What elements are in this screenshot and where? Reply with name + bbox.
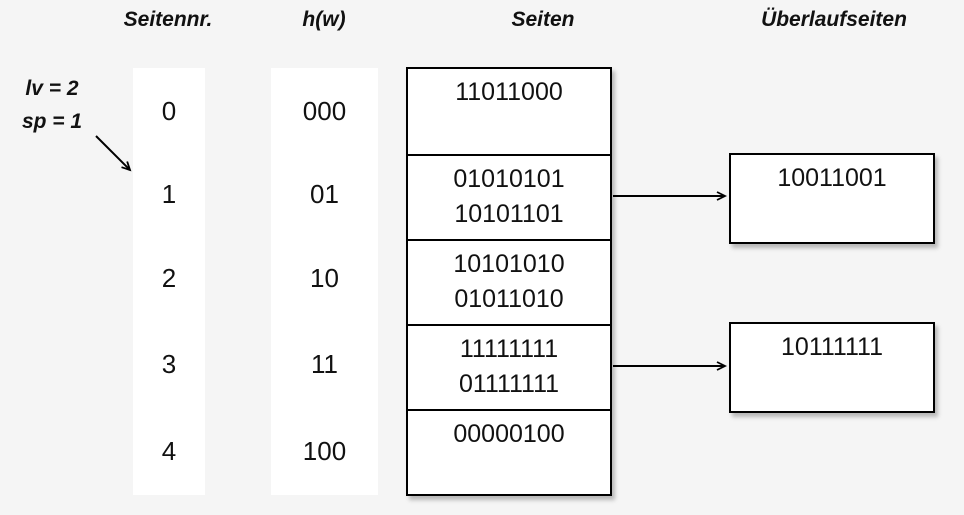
page-number-0: 0 (161, 96, 177, 126)
hash-value-1: 01 (310, 179, 339, 209)
bucket-entry: 11111111 (459, 335, 559, 363)
hash-value-2: 10 (310, 263, 339, 293)
bucket-entry: 10101101 (454, 200, 564, 228)
annotation-sp: sp = 1 (21, 110, 83, 133)
bucket-4: 00000100 (408, 409, 610, 494)
hash-value-4: 100 (302, 436, 347, 466)
hash-value-3: 11 (311, 349, 338, 379)
overflow-box-1: 10011001 (729, 153, 935, 244)
arrow-annotation-to-row1 (95, 135, 132, 172)
annotation-lv: lv = 2 (25, 77, 79, 100)
header-hash-function: h(w) (302, 8, 346, 31)
header-page-number: Seitennr. (123, 8, 213, 31)
bucket-entry: 11011000 (455, 78, 563, 106)
annotation-block: lv = 2 sp = 1 (4, 72, 100, 138)
hash-value-0: 000 (302, 96, 347, 126)
bucket-entry: 01010101 (453, 165, 565, 193)
pages-box: 11011000 01010101 10101101 10101010 0101… (406, 67, 612, 496)
bucket-entry: 01111111 (458, 370, 560, 398)
bucket-0: 11011000 (408, 69, 610, 154)
bucket-3: 11111111 01111111 (408, 324, 610, 409)
page-number-column (133, 68, 205, 495)
hash-column (271, 68, 378, 495)
header-pages: Seiten (511, 8, 575, 31)
page-number-4: 4 (161, 436, 177, 466)
bucket-1: 01010101 10101101 (408, 154, 610, 239)
overflow-entry: 10111111 (781, 333, 883, 361)
overflow-entry: 10011001 (777, 164, 887, 192)
header-overflow-pages: Überlaufseiten (761, 8, 907, 31)
bucket-2: 10101010 01011010 (408, 239, 610, 324)
overflow-box-3: 10111111 (729, 322, 935, 413)
bucket-entry: 10101010 (453, 250, 565, 278)
page-number-2: 2 (161, 263, 177, 293)
page-number-3: 3 (161, 349, 177, 379)
page-number-1: 1 (161, 179, 177, 209)
bucket-entry: 00000100 (453, 420, 565, 448)
bucket-entry: 01011010 (454, 285, 564, 313)
